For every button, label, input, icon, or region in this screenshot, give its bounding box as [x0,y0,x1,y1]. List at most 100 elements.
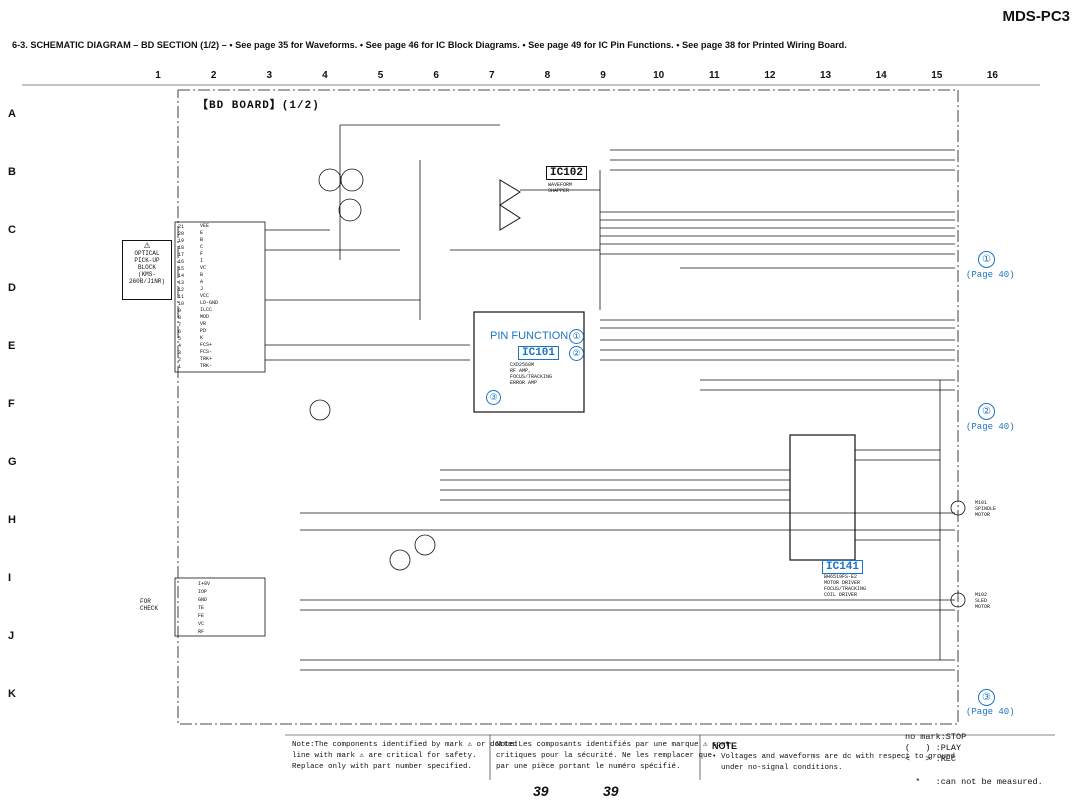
column-number: 11 [708,70,720,81]
svg-text:19: 19 [178,238,184,244]
mode-not-measured: * :can not be measured. [905,777,1043,787]
ic101-body [473,311,585,413]
mode-play: ( ) :PLAY [905,743,962,753]
pin-function-marker-3: ③ [486,390,501,405]
column-number: 10 [653,70,665,81]
column-number: 9 [600,70,606,81]
check-signal: FE [198,613,205,619]
row-letter: A [8,108,16,120]
check-signal-list: I+8V IOP GND TE FE VC RF [198,580,210,636]
check-signal: IOP [198,589,208,595]
optical-model: (KMS-260B/J1NR) [128,271,165,285]
column-number: 5 [377,70,384,81]
ic141-desc: BH6519FS-E2 MOTOR DRIVER FOCUS/TRACKING … [824,574,867,598]
mode-stop: no mark:STOP [905,732,967,742]
svg-text:6: 6 [178,329,181,335]
note-text: • Voltages and waveforms are dc with res… [712,753,956,772]
connector-signal: ILCC [200,307,213,313]
transistor-q181 [318,168,342,192]
caption: 6-3. SCHEMATIC DIAGRAM – BD SECTION (1/2… [12,40,847,50]
check-signal: VC [198,621,205,627]
caption-ref-block: • See page 46 for IC Block Diagrams. [359,40,520,50]
row-letter: B [8,166,16,178]
check-signal: RF [198,629,205,635]
column-number: 2 [210,70,217,81]
svg-text:5: 5 [178,336,181,342]
spindle-motor-symbol [950,500,966,516]
connector-signal: PD [200,328,207,334]
connector-signal: E [200,230,204,236]
svg-text:12: 12 [178,287,184,293]
offpage-marker-2: ② [978,403,995,420]
connector-signal: FCS- [200,349,213,355]
svg-text:8: 8 [178,315,181,321]
offpage-marker-3: ③ [978,689,995,706]
column-number: 12 [764,70,776,81]
connector-signal: VC [200,265,207,271]
row-letter: E [8,340,16,352]
sheet-label: 【BD BOARD】(1/2) [197,100,320,112]
column-number: 14 [875,70,887,81]
transistor-q182 [340,168,364,192]
ic101-label: IC101 [518,346,560,360]
svg-text:17: 17 [178,252,184,258]
svg-text:13: 13 [178,280,184,286]
caption-ref-waveforms: • See page 35 for Waveforms. [229,40,358,50]
connector-signal: VR [200,321,207,327]
row-letter: G [8,456,17,468]
column-number: 15 [931,70,943,81]
svg-text:15: 15 [178,266,184,272]
svg-text:3: 3 [178,350,181,356]
row-letter: F [8,398,15,410]
check-signal: TE [198,605,205,611]
mode-rec: < > :REC [905,754,957,764]
connector-signal: C [200,244,204,250]
safety-note-en: Note:The components identified by mark ⚠… [292,741,518,771]
svg-text:7: 7 [178,322,181,328]
measurement-modes: no mark:STOP ( ) :PLAY < > :REC * :can n… [905,732,1043,788]
column-number: 7 [488,70,495,81]
optical-label: OPTICAL PICK-UP BLOCK [134,250,160,271]
row-letter: H [8,514,16,526]
connector-signal: VCC [200,293,210,299]
caption-ref-pins: • See page 49 for IC Pin Functions. [522,40,674,50]
pickup-connector [174,221,266,373]
connector-signal: B [200,237,204,243]
ic102-opamp-2 [499,204,521,231]
connector-signal: TRK- [200,363,213,369]
caption-title: 6-3. SCHEMATIC DIAGRAM – BD SECTION (1/2… [12,40,227,50]
column-number: 4 [322,70,328,81]
connector-signal: A [200,279,204,285]
row-letter: I [8,572,12,584]
ic141-label: IC141 [822,560,864,574]
page-number-left: 39 [533,783,549,799]
ic102-opamp-1 [499,179,521,206]
connector-signal: LD-GND [200,300,219,306]
connector-signal: I [200,258,204,264]
row-letter: J [8,630,15,642]
spindle-motor-label: M101 SPINDLE MOTOR [975,500,997,518]
check-signal: GND [198,597,208,603]
ic141-body [789,434,856,561]
column-number: 6 [433,70,439,81]
column-number: 16 [986,70,998,81]
connector-signal: B [200,272,204,278]
svg-text:10: 10 [178,301,184,307]
note-title: NOTE [712,741,738,751]
connector-signal: F [200,251,204,257]
svg-text:1: 1 [178,364,181,370]
connector-signal: J [200,286,204,292]
connector-signal: MOD [200,314,210,320]
offpage-ref-1: (Page 40) [966,270,1015,280]
model-name: MDS-PC3 [1002,8,1070,25]
page-number-right: 39 [603,783,619,799]
check-connector [174,577,266,637]
check-signal: I+8V [198,581,211,587]
svg-text:9: 9 [178,308,181,314]
svg-text:11: 11 [178,294,184,300]
optical-pickup-block: ⚠ OPTICAL PICK-UP BLOCK (KMS-260B/J1NR) [122,240,172,300]
